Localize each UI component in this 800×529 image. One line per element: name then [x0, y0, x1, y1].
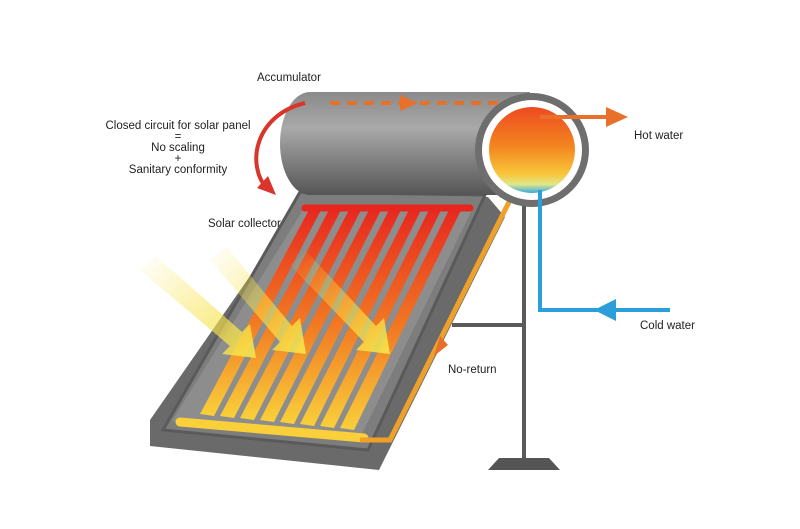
- collector-tube: [260, 208, 382, 422]
- no-return-label: No-return: [448, 364, 497, 376]
- cold-water-label: Cold water: [640, 320, 695, 332]
- tank-cross-section: [489, 107, 575, 193]
- accumulator-tank: [280, 92, 530, 195]
- cold-water-arrow-icon: [594, 299, 616, 321]
- solar-collector-label: Solar collector: [208, 218, 281, 230]
- collector-tube: [240, 208, 362, 420]
- collector-tube: [320, 208, 442, 428]
- hot-water-label: Hot water: [634, 130, 684, 142]
- stand-foot: [488, 458, 560, 470]
- sunray-arrow: [140, 256, 256, 358]
- collector-return-pipe: [360, 188, 518, 443]
- closed-circuit-title: Closed circuit for solar panel: [105, 120, 251, 132]
- closed-circuit-arrow: [254, 101, 306, 192]
- sunray-arrow: [210, 246, 306, 354]
- no-scaling-label: No scaling: [151, 142, 205, 154]
- closed-circuit-arrow-icon: [257, 176, 276, 195]
- hot-water-arrow-icon: [606, 107, 628, 127]
- no-return-arrow-icon: [434, 336, 448, 356]
- accumulator-label: Accumulator: [257, 72, 321, 84]
- sun-rays: [140, 246, 390, 358]
- circulation-arrow-icon: [400, 95, 418, 111]
- support-stand: [452, 190, 526, 458]
- closed-circuit-label: Closed circuit for solar panel = No scal…: [93, 120, 263, 177]
- collector-bottom-header: [175, 417, 369, 443]
- sunray-arrow: [290, 251, 390, 354]
- plus-sign: +: [174, 153, 182, 165]
- collector-tube: [340, 208, 462, 430]
- equals-sign: =: [174, 131, 182, 143]
- cold-water-pipe: [538, 190, 610, 312]
- sanitary-conformity-label: Sanitary conformity: [128, 164, 228, 176]
